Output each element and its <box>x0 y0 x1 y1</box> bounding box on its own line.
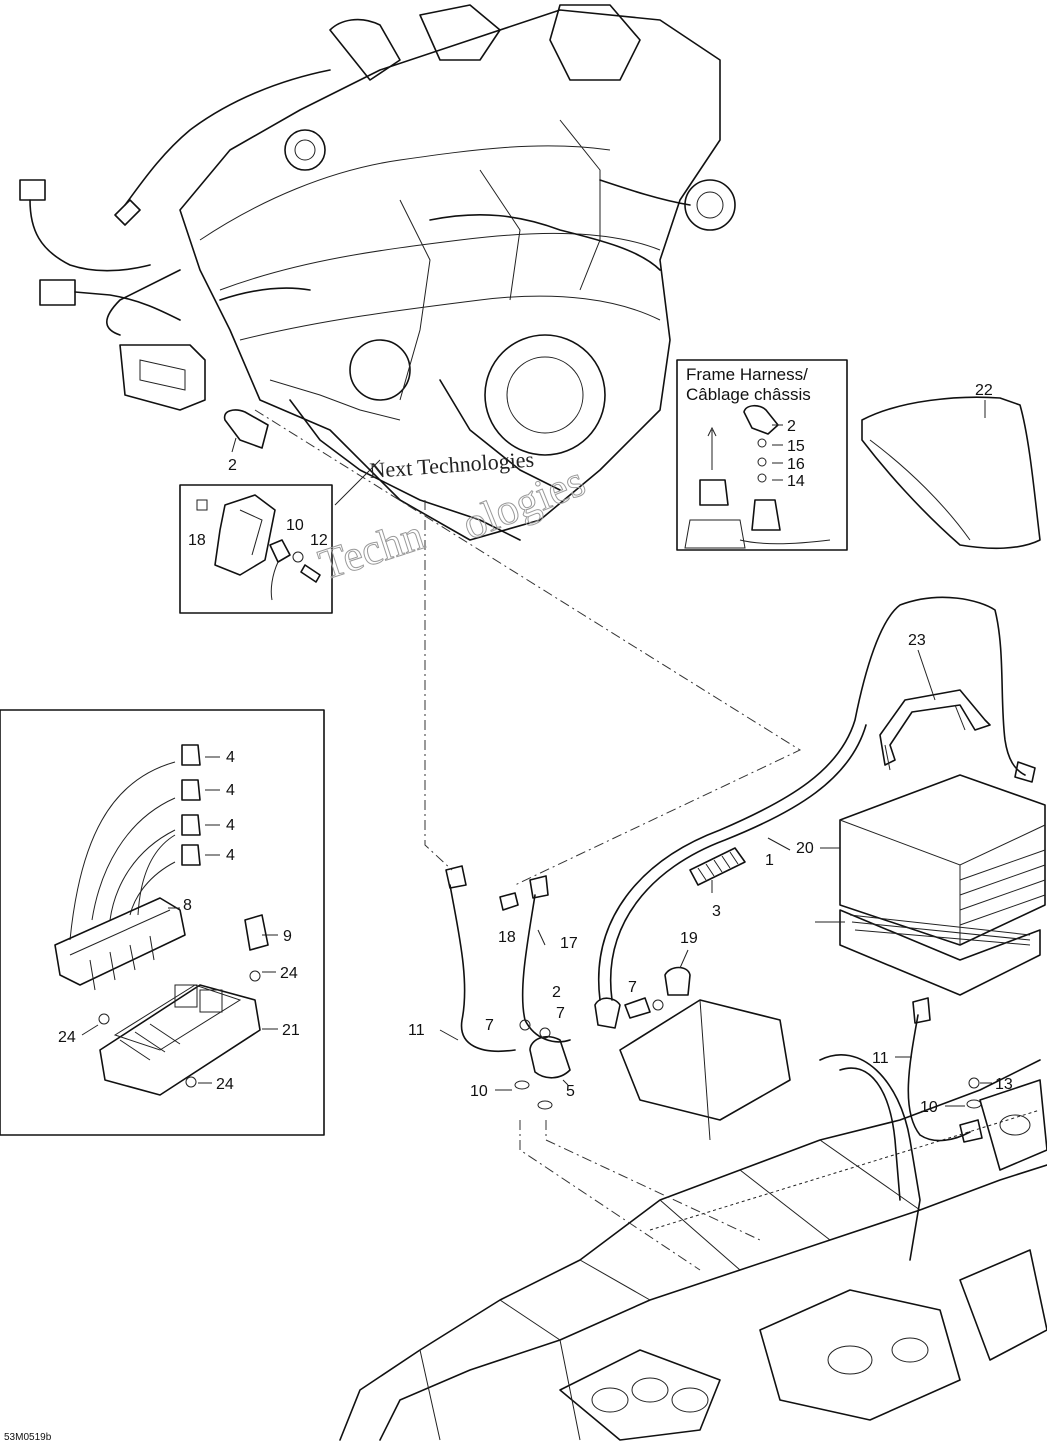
callout-label: 15 <box>787 438 805 455</box>
callout-label: 1 <box>765 852 774 869</box>
callout-label: 17 <box>560 935 578 952</box>
inset-frame-harness <box>676 359 848 551</box>
callout-label: 24 <box>216 1076 234 1093</box>
watermark: Next Technologies Techn ologies <box>312 447 592 590</box>
diagram-code: 53M0519b <box>4 1432 52 1442</box>
callout-label: 24 <box>58 1029 76 1046</box>
part-20-battery <box>839 774 1046 996</box>
callout-label: 7 <box>556 1005 565 1022</box>
callout-label: 10 <box>920 1099 938 1116</box>
callout-label: 13 <box>995 1076 1013 1093</box>
callout-label: 18 <box>498 929 516 946</box>
callout-label: 2 <box>552 984 561 1001</box>
callout-label: 2 <box>787 418 796 435</box>
callout-label: 12 <box>310 532 328 549</box>
callout-label: 22 <box>975 382 993 399</box>
part-22-pad <box>861 396 1041 550</box>
callout-label: 16 <box>787 456 805 473</box>
watermark-line1: Next Technologies <box>369 447 535 483</box>
callout-label: 20 <box>796 840 814 857</box>
part-3-sleeve <box>689 847 746 886</box>
callout-label: 4 <box>226 749 235 766</box>
inset-title-line2: Câblage châssis <box>686 385 811 404</box>
callout-label: 23 <box>908 632 926 649</box>
callout-label: 9 <box>283 928 292 945</box>
callout-label: 11 <box>872 1050 889 1067</box>
lower-cables <box>445 865 983 1143</box>
callout-labels: 2 18 10 12 2 15 16 14 22 23 1 20 3 4 4 4… <box>58 382 1013 1116</box>
callout-label: 10 <box>470 1083 488 1100</box>
part-1-cable <box>598 596 1036 1001</box>
callout-label: 4 <box>226 782 235 799</box>
part-23-strap <box>879 689 991 771</box>
callout-label: 24 <box>280 965 298 982</box>
callout-label: 2 <box>228 457 237 474</box>
callout-label: 10 <box>286 517 304 534</box>
callout-label: 19 <box>680 930 698 947</box>
callout-label: 18 <box>188 532 206 549</box>
callout-label: 11 <box>408 1022 425 1039</box>
callout-label: 7 <box>485 1017 494 1034</box>
callout-label: 4 <box>226 817 235 834</box>
callout-label: 7 <box>628 979 637 996</box>
engine-assembly <box>19 4 736 541</box>
callout-label: 8 <box>183 897 192 914</box>
watermark-line2: Techn <box>313 510 430 590</box>
callout-label: 5 <box>566 1083 575 1100</box>
callout-label: 4 <box>226 847 235 864</box>
inset-title-line1: Frame Harness/ <box>686 365 808 384</box>
inset-fuse-box <box>0 709 325 1136</box>
callout-label: 14 <box>787 473 805 490</box>
callout-label: 3 <box>712 903 721 920</box>
vehicle-frame <box>339 999 1047 1441</box>
leader-lines <box>81 400 992 1271</box>
inset-starter-terminal <box>179 484 333 614</box>
callout-label: 21 <box>282 1022 300 1039</box>
